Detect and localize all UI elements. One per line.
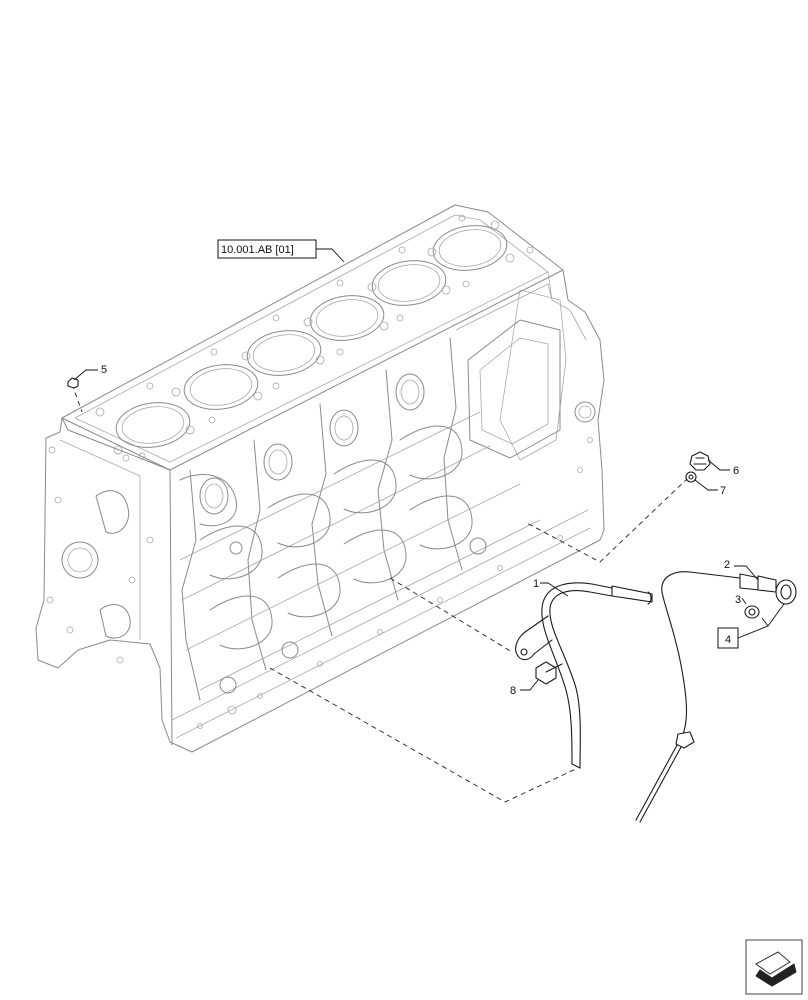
callout-3: 3 xyxy=(735,594,741,606)
callout-8: 8 xyxy=(510,685,516,697)
callout-1: 1 xyxy=(533,578,539,590)
callout-6: 6 xyxy=(733,465,739,477)
reference-label[interactable]: 10.001.AB [01] xyxy=(217,239,345,263)
seal-part-3[interactable] xyxy=(741,597,760,619)
callout-7: 7 xyxy=(720,485,726,497)
assembly-lines xyxy=(71,383,689,803)
dipstick-part-2[interactable] xyxy=(635,565,797,823)
bolt-part-8[interactable] xyxy=(520,661,563,691)
washer-part-7[interactable] xyxy=(685,471,718,491)
plug-part-5[interactable] xyxy=(67,369,98,389)
fitting-part-6[interactable] xyxy=(689,451,730,471)
next-page-arrow-icon[interactable] xyxy=(745,939,803,995)
guide-tube-part-1[interactable] xyxy=(515,582,653,769)
engine-block xyxy=(35,204,605,753)
callout-4: 4 xyxy=(725,634,731,646)
callout-labels: 1 2 3 4 5 6 7 8 xyxy=(101,364,741,697)
reference-text: 10.001.AB [01] xyxy=(221,244,294,256)
assembly-box-part-4[interactable] xyxy=(717,603,785,649)
callout-2: 2 xyxy=(724,559,730,571)
callout-5: 5 xyxy=(101,364,107,376)
